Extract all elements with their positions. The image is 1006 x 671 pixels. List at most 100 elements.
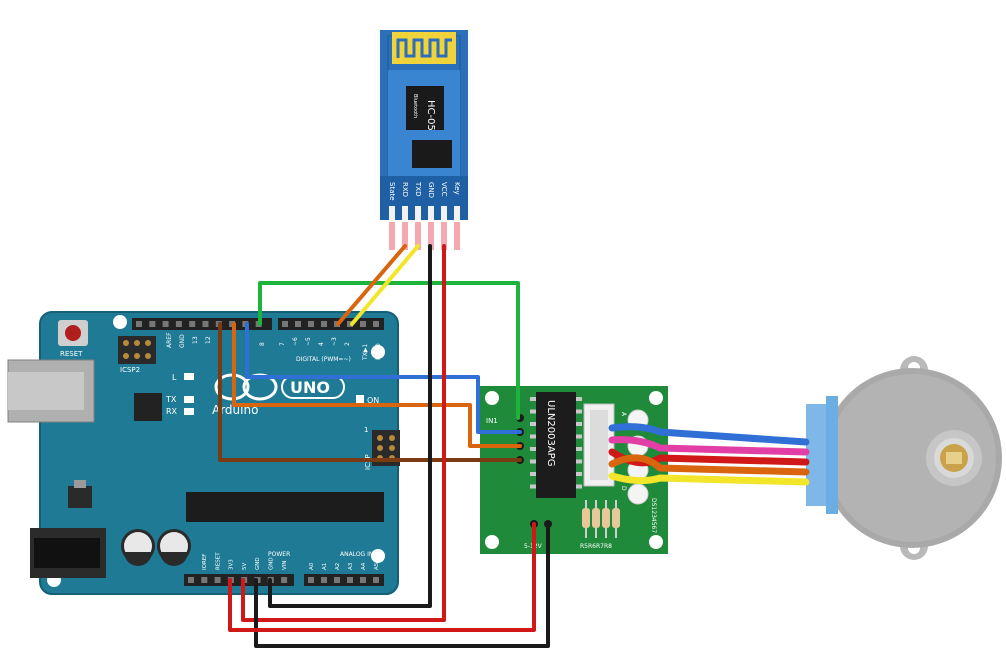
motor-red-wire: [608, 448, 810, 467]
icsp-label: ICSP: [364, 454, 372, 470]
blue-wire: [245, 322, 522, 434]
header-pin: [136, 321, 142, 327]
power-pin-label: GND: [255, 557, 261, 570]
header-pin: [162, 321, 169, 327]
bt-pin-label: Key: [453, 182, 461, 195]
header-pin: [321, 577, 327, 583]
digital-pin-label: 2: [344, 342, 351, 346]
digital-header-right: [278, 318, 384, 330]
icsp-pin1-label: 1: [364, 426, 368, 434]
uno-label: UNO: [290, 378, 330, 397]
resistor: [602, 508, 610, 528]
power-pin-label: IOREF: [202, 554, 208, 570]
brown-wire: [218, 322, 522, 462]
resistor: [612, 508, 620, 528]
pin-a-label: A: [620, 412, 627, 417]
header-pin: [202, 321, 209, 327]
bt-pin-label: VCC: [440, 182, 448, 197]
resistors-label: R5R6R7R8: [580, 543, 612, 550]
rxd-pin-label: RX◀0: [375, 343, 382, 360]
digital-pin-label: ~5: [305, 337, 312, 346]
bt-pin: [441, 222, 447, 250]
black-bt-wire: [268, 244, 432, 608]
aref-label: AREF: [166, 332, 173, 348]
analog-in-label: ANALOG IN: [340, 551, 373, 558]
hc05-bluetooth-module: HC-05 Bluetooth State RXD TXD GND VCC Key: [380, 30, 468, 250]
bt-pin: [454, 222, 460, 250]
bt-pin: [402, 222, 408, 250]
mount-hole: [371, 549, 385, 563]
header-pin: [281, 577, 288, 583]
power-pin-label: GND: [269, 557, 275, 570]
mount-hole: [113, 315, 127, 329]
digital-pin-label: ~3: [331, 337, 338, 346]
hc05-subtitle-label: Bluetooth: [412, 94, 418, 118]
bt-pin-label: TXD: [414, 181, 422, 196]
header-pin: [189, 321, 196, 327]
header-pin: [334, 577, 340, 583]
bt-flash-chip: [412, 140, 452, 168]
analog-pin-label: A0: [309, 562, 315, 570]
orange-bt-wire: [336, 244, 407, 326]
gnd-top-label: GND: [179, 334, 186, 348]
black-driver-wire: [254, 522, 550, 648]
digital-pin-label: ~6: [292, 337, 299, 346]
uln2003-driver-board: ULN2003APG IN1 A D DS1234567 R5R6R7R8 5-…: [480, 386, 668, 554]
digital-label: DIGITAL (PWM=~): [296, 356, 351, 363]
icsp2-label: ICSP2: [120, 366, 140, 374]
voltage-regulator: [68, 486, 92, 508]
capacitor: [157, 529, 191, 566]
resistor: [582, 508, 590, 528]
rx-label: RX: [166, 407, 178, 416]
bt-pin-label: GND: [427, 182, 435, 198]
resistor: [592, 508, 600, 528]
analog-header: [304, 574, 384, 586]
hc05-model-label: HC-05: [425, 100, 436, 131]
analog-pin-label: A5: [374, 562, 380, 570]
bt-pin-header: [415, 206, 421, 220]
chip-label: ULN2003APG: [545, 400, 556, 466]
reset-button-cap[interactable]: [65, 325, 81, 341]
header-pin: [347, 577, 353, 583]
bt-pin-label: RXD: [401, 182, 409, 197]
bt-pin-header: [454, 206, 460, 220]
bt-pin-label: State: [388, 182, 396, 201]
motor-pink-wire: [608, 436, 810, 456]
header-pin: [373, 577, 379, 583]
red-driver-wire: [228, 522, 536, 632]
digital-pin-label: 7: [279, 342, 286, 346]
motor-orange-wire: [608, 454, 810, 476]
red-bt-wire: [241, 244, 446, 622]
header-pin: [188, 577, 194, 583]
icsp2-header: [118, 336, 156, 364]
on-label: ON: [367, 396, 379, 405]
mount-hole: [371, 345, 385, 359]
led-tx: [184, 396, 194, 403]
led-l: [184, 373, 194, 380]
power-pin-label: 3V3: [229, 559, 235, 570]
header-pin: [214, 577, 221, 583]
analog-pin-label: A1: [322, 563, 328, 570]
pin-d-label: D: [620, 486, 627, 491]
bt-pin-header: [389, 206, 395, 220]
header-pin: [373, 321, 379, 327]
capacitor: [121, 529, 155, 566]
digital-pin-label: 8: [259, 342, 266, 346]
leds-label: DS1234567: [650, 498, 657, 533]
led-l-label: L: [172, 373, 177, 382]
bt-pin-header: [441, 206, 447, 220]
motor-yellow-wire: [608, 472, 810, 486]
header-pin: [321, 321, 327, 327]
power-pin-label: RESET: [215, 552, 221, 570]
power-pin-label: 5V: [242, 563, 248, 570]
bt-pin: [415, 222, 421, 250]
header-pin: [308, 321, 314, 327]
header-pin: [201, 577, 208, 583]
header-pin: [149, 321, 156, 327]
bt-pin: [389, 222, 395, 250]
header-pin: [282, 321, 288, 327]
header-pin: [360, 321, 366, 327]
led-on: [356, 395, 364, 403]
